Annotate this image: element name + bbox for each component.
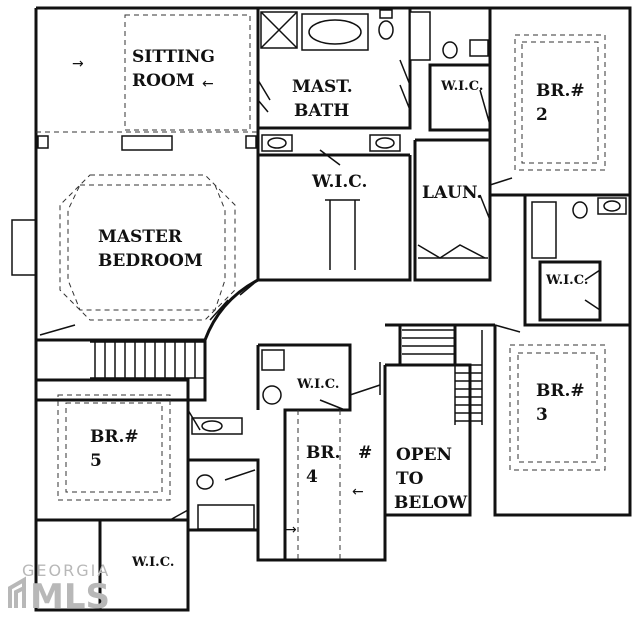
- label-wic-top: W.I.C.: [440, 79, 483, 94]
- label-br2-1: BR.#: [536, 81, 585, 101]
- direction-arrows: → ← ← →: [72, 56, 364, 538]
- label-wic-right: W.I.C.: [545, 273, 588, 288]
- watermark-mls: MLS: [30, 577, 110, 617]
- interior-walls: [36, 8, 630, 612]
- label-wic-master: W.I.C.: [311, 172, 367, 192]
- label-sitting-room-2: ROOM: [132, 71, 195, 91]
- label-br4-hash: #: [358, 443, 372, 463]
- watermark-logo-icon: [8, 576, 26, 608]
- label-wic-bottom: W.I.C.: [131, 555, 174, 570]
- label-laun: LAUN.: [422, 183, 482, 203]
- arrow-right-icon: →: [285, 522, 297, 538]
- label-open-1: OPEN: [396, 445, 452, 465]
- label-br5-1: BR.#: [90, 427, 139, 447]
- label-wic-mid: W.I.C.: [296, 377, 339, 392]
- label-br4-2: 4: [306, 467, 318, 487]
- label-master-2: BEDROOM: [98, 251, 203, 271]
- label-mast-bath-1: MAST.: [292, 77, 353, 97]
- label-sitting-room-1: SITTING: [132, 47, 215, 67]
- label-br3-1: BR.#: [536, 381, 585, 401]
- label-open-2: TO: [396, 469, 424, 489]
- label-open-3: BELOW: [394, 493, 468, 513]
- fixtures: [37, 9, 627, 530]
- label-br4-1: BR.: [306, 443, 340, 463]
- room-labels: SITTING ROOM MAST. BATH W.I.C. W.I.C. BR…: [90, 47, 588, 570]
- label-master-1: MASTER: [98, 227, 183, 247]
- watermark-georgia: GEORGIA: [22, 561, 110, 580]
- arrow-right-icon: →: [72, 56, 84, 72]
- ceiling-outlines: [36, 14, 606, 560]
- label-br2-2: 2: [536, 105, 548, 125]
- watermark: GEORGIA MLS: [8, 561, 110, 617]
- label-br3-2: 3: [536, 405, 548, 425]
- arrow-left-icon: ←: [352, 484, 364, 500]
- label-mast-bath-2: BATH: [294, 101, 349, 121]
- label-br5-2: 5: [90, 451, 102, 471]
- arrow-left-icon: ←: [202, 76, 214, 92]
- doors: [39, 59, 601, 521]
